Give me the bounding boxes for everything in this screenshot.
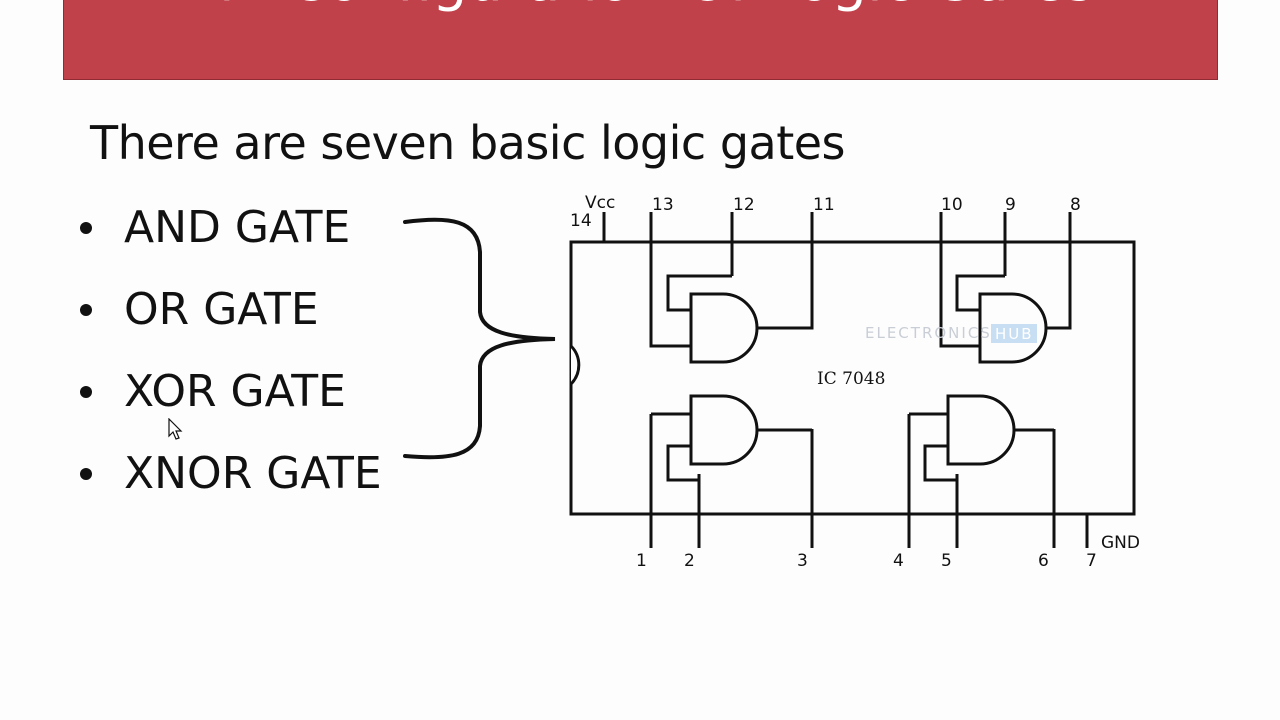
and-gate-icon bbox=[689, 292, 759, 364]
pin-label-4: 4 bbox=[893, 551, 904, 571]
pin-label-11: 11 bbox=[813, 195, 835, 215]
pin-label-12: 12 bbox=[733, 195, 755, 215]
bullet-icon bbox=[80, 304, 92, 316]
title-banner: Pin Configuration Of Logic Gates bbox=[63, 0, 1218, 80]
pin-label-1: 1 bbox=[636, 551, 647, 571]
watermark-badge-text: HUB bbox=[995, 325, 1034, 343]
slide-title: Pin Configuration Of Logic Gates bbox=[64, 0, 1217, 14]
pin-label-8: 8 bbox=[1070, 195, 1081, 215]
pin-label-14: 14 bbox=[570, 211, 592, 231]
ic-notch bbox=[569, 344, 581, 386]
watermark-text: ELECTRONICS bbox=[865, 324, 992, 342]
and-gate-icon bbox=[978, 292, 1048, 364]
and-gate-icon bbox=[689, 394, 759, 466]
gate-label: AND GATE bbox=[124, 202, 351, 253]
gnd-label: GND bbox=[1101, 533, 1140, 553]
bullet-icon bbox=[80, 386, 92, 398]
pin-label-13: 13 bbox=[652, 195, 674, 215]
and-gate-icon bbox=[946, 394, 1016, 466]
gate-list: AND GATE OR GATE XOR GATE XNOR GATE bbox=[76, 198, 382, 526]
gate-item-xnor: XNOR GATE bbox=[76, 444, 382, 526]
bullet-icon bbox=[80, 222, 92, 234]
gate-item-xor: XOR GATE bbox=[76, 362, 382, 444]
pin-label-5: 5 bbox=[941, 551, 952, 571]
pin-label-7: 7 bbox=[1086, 551, 1097, 571]
bullet-icon bbox=[80, 468, 92, 480]
ic-7048-diagram: ELECTRONICS HUB IC 7048 Vcc 14 13 12 11 … bbox=[569, 193, 1140, 571]
pin-label-9: 9 bbox=[1005, 195, 1016, 215]
mouse-cursor-icon bbox=[168, 418, 183, 440]
gate-label: XNOR GATE bbox=[124, 448, 382, 499]
gate-label: XOR GATE bbox=[124, 366, 346, 417]
pin-label-3: 3 bbox=[797, 551, 808, 571]
ic-name-label: IC 7048 bbox=[817, 369, 885, 389]
gate-item-and: AND GATE bbox=[76, 198, 382, 280]
curly-brace-icon bbox=[403, 217, 556, 460]
watermark-badge bbox=[991, 324, 1037, 343]
gate-item-or: OR GATE bbox=[76, 280, 382, 362]
pin-label-6: 6 bbox=[1038, 551, 1049, 571]
gate-label: OR GATE bbox=[124, 284, 319, 335]
pin-label-2: 2 bbox=[684, 551, 695, 571]
pin-label-10: 10 bbox=[941, 195, 963, 215]
vcc-label: Vcc bbox=[585, 193, 615, 213]
slide-subtitle: There are seven basic logic gates bbox=[90, 116, 846, 170]
